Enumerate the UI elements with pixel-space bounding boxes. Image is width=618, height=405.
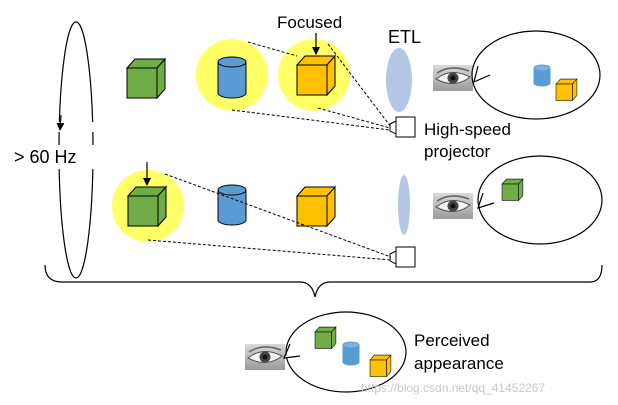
projector-label-line2: projector xyxy=(424,142,490,161)
row-bottom xyxy=(112,155,603,268)
projector-label-line1: High-speed xyxy=(424,120,511,139)
perceived-label-line1: Perceived xyxy=(414,331,490,350)
frequency-label: > 60 Hz xyxy=(14,147,77,167)
perceived-label-line2: appearance xyxy=(414,354,504,373)
green-cube-icon xyxy=(126,58,166,99)
orange-cube-icon xyxy=(296,55,336,96)
perception-bubble-top xyxy=(471,30,601,120)
small-green-cube-icon xyxy=(501,178,524,201)
row-top: Focused ETL High-speed projector xyxy=(126,13,601,161)
lens-icon xyxy=(386,48,412,112)
perceived-green-cube-icon xyxy=(314,326,337,349)
perceived-orange-cube-icon xyxy=(369,354,392,377)
projector-icon xyxy=(395,116,416,138)
green-cube-bottom-icon xyxy=(127,186,167,227)
eye-perceived-icon xyxy=(244,343,286,371)
lens-bottom-icon xyxy=(398,175,410,235)
focused-label: Focused xyxy=(277,13,342,32)
eye-icon xyxy=(432,64,474,92)
small-orange-cube-icon xyxy=(555,78,578,101)
blue-cylinder-icon xyxy=(217,56,247,99)
perception-bubble-bottom xyxy=(477,155,603,245)
summary-brace xyxy=(44,264,603,298)
eye-bottom-icon xyxy=(432,192,474,220)
orange-cube-bottom-icon xyxy=(296,186,336,227)
cycle-arrow-icon xyxy=(56,114,65,131)
small-blue-cylinder-icon xyxy=(533,64,551,87)
blue-cylinder-bottom-icon xyxy=(217,184,247,226)
perceived-blue-cylinder-icon xyxy=(342,341,360,366)
perceived-appearance-group: Perceived appearance xyxy=(244,311,504,393)
etl-label: ETL xyxy=(388,27,421,47)
watermark-text: https://blog.csdn.net/qq_41452267 xyxy=(361,381,545,395)
projector-bottom-icon xyxy=(395,246,416,268)
